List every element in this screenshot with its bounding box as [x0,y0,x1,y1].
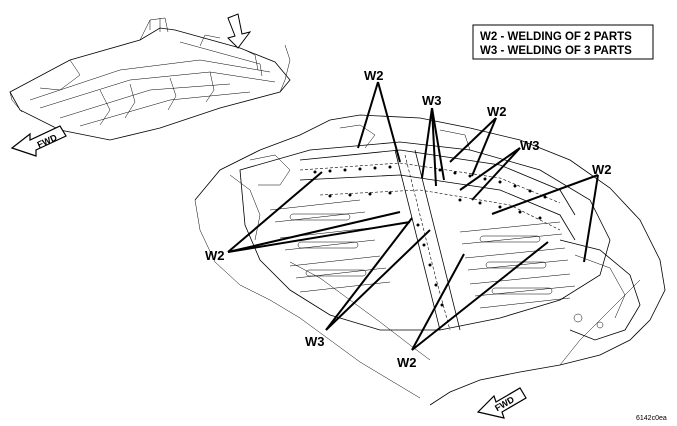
legend-line-w3: W3 - WELDING OF 3 PARTS [480,45,632,57]
main-floor-pan [194,114,666,406]
weld-spots [313,165,547,307]
callout-w2-top-right: W2 [487,104,507,119]
legend: W2 - WELDING OF 2 PARTS W3 - WELDING OF … [472,24,654,60]
figure-code: 6142c0ea [636,415,667,422]
callout-w2-top-left: W2 [364,68,384,83]
callout-w3-top-middle: W3 [422,93,442,108]
callout-w3-bottom-left: W3 [305,334,325,349]
callout-w2-left: W2 [205,248,225,263]
fwd-arrow-main: FWD [476,387,527,419]
callout-w2-bottom: W2 [397,355,417,370]
legend-line-w2: W2 - WELDING OF 2 PARTS [480,31,632,43]
fwd-arrow-small-icon [10,125,67,157]
callout-w2-far-right: W2 [592,162,612,177]
inset-floor-pan [9,13,291,141]
fwd-label-small: FWD [36,132,59,150]
callout-w3-right: W3 [520,138,540,153]
leader-lines [227,81,599,351]
fwd-arrow-small: FWD [10,125,67,157]
inset-arrow-icon [227,13,252,49]
legend-box [472,24,654,60]
fwd-arrow-main-icon [476,387,527,419]
callout-labels: W2 W3 W2 W3 W2 W2 W3 W2 [205,68,612,370]
